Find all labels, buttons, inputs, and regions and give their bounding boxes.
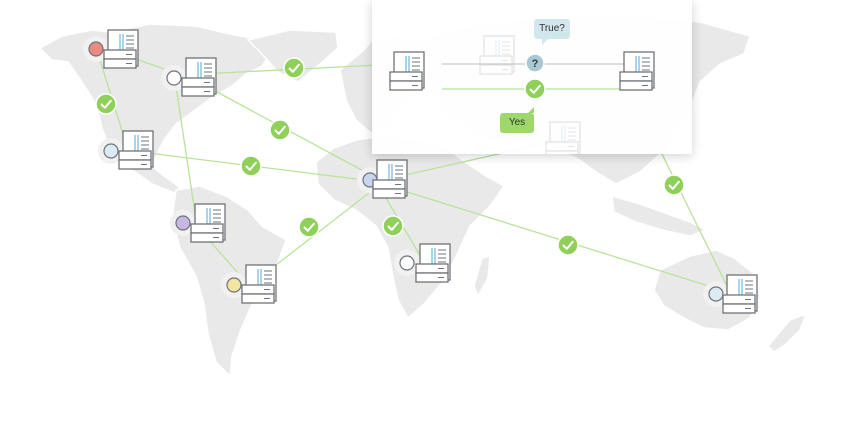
node-marker bbox=[226, 277, 242, 293]
node-alaska[interactable] bbox=[83, 29, 139, 69]
landmass-madagascar bbox=[473, 255, 491, 298]
server-icon bbox=[479, 35, 515, 75]
check-icon bbox=[663, 174, 685, 196]
check-icon bbox=[524, 78, 546, 100]
landmass-north-america bbox=[38, 23, 273, 200]
server-icon bbox=[103, 29, 139, 69]
check-icon bbox=[95, 93, 117, 115]
node-mexico[interactable] bbox=[98, 130, 154, 170]
node-australia[interactable] bbox=[703, 274, 758, 314]
check-icon bbox=[269, 119, 291, 141]
check-icon bbox=[557, 234, 579, 256]
server-nodes bbox=[83, 29, 758, 314]
node-south-america-north[interactable] bbox=[170, 203, 226, 243]
link-canada-south-america bbox=[175, 85, 197, 221]
node-marker bbox=[103, 143, 119, 159]
server-icon bbox=[181, 57, 217, 97]
node-marker bbox=[708, 286, 724, 302]
link-canada-west-africa bbox=[205, 85, 381, 181]
server-icon bbox=[545, 121, 581, 154]
node-marker bbox=[88, 41, 104, 57]
link-asia-australia bbox=[659, 149, 731, 293]
node-southern-africa[interactable] bbox=[394, 243, 451, 283]
server-icon bbox=[372, 159, 408, 199]
server-icon bbox=[190, 203, 226, 243]
server-icon bbox=[118, 130, 154, 170]
server-icon bbox=[241, 264, 277, 304]
check-icon bbox=[382, 215, 404, 237]
question-marker: ? bbox=[525, 53, 545, 73]
node-south-america-south[interactable] bbox=[221, 264, 277, 304]
node-marker bbox=[399, 255, 415, 271]
landmass-new-zealand bbox=[766, 312, 808, 353]
server-icon bbox=[722, 274, 758, 314]
landmass-southeast-asia-islands bbox=[611, 194, 708, 237]
answer-bubble: Yes bbox=[500, 107, 534, 133]
question-bubble: True? bbox=[534, 19, 570, 45]
check-icon bbox=[283, 57, 305, 79]
server-icon bbox=[415, 243, 451, 283]
node-marker bbox=[166, 70, 182, 86]
node-west-africa[interactable] bbox=[357, 159, 408, 199]
check-icon bbox=[240, 155, 262, 177]
node-canada-east[interactable] bbox=[161, 57, 217, 97]
link-west-africa-australia bbox=[387, 185, 729, 293]
check-icon bbox=[298, 216, 320, 238]
node-marker bbox=[175, 215, 191, 231]
server-icon-left bbox=[389, 51, 425, 91]
question-mark: ? bbox=[532, 58, 539, 70]
server-icon-right bbox=[619, 51, 655, 91]
landmass-greenland bbox=[246, 29, 339, 83]
